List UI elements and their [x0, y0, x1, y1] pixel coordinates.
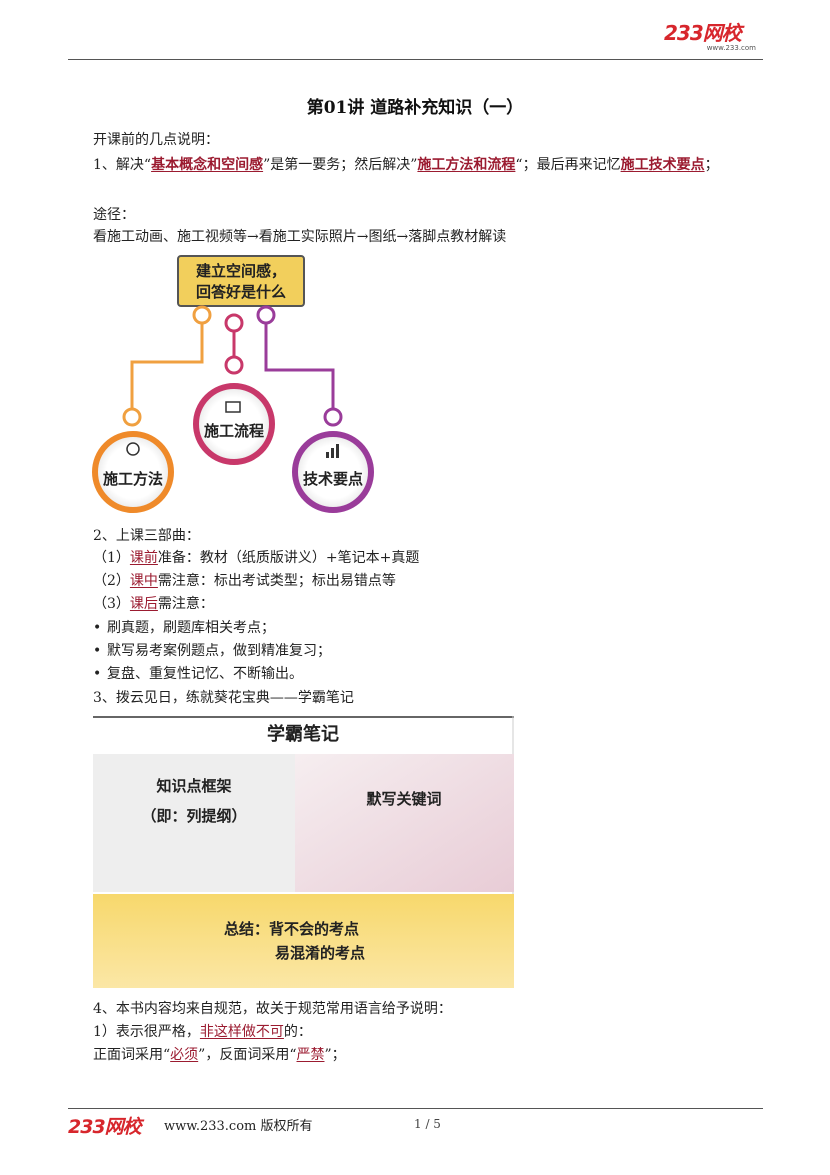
notes-right-text: 默写关键词	[366, 790, 441, 808]
item-3-rest: 需注意：	[157, 596, 214, 612]
pink-node-top	[224, 313, 244, 333]
bullet-text: 刷真题，刷题库相关考点；	[107, 620, 275, 636]
item-2-highlight: 课中	[129, 573, 158, 589]
brand-logo-text: 233网校	[664, 21, 742, 45]
top-box-line2: 回答好是什么	[196, 283, 286, 301]
item-3-prefix: （3）	[93, 596, 130, 612]
diagram-svg: 建立空间感， 回答好是什么 施工方法 施工流程 技术要点	[92, 255, 374, 513]
brand-site-text: www.233.com	[706, 44, 756, 52]
point-4: 4、本书内容均来自规范，故关于规范常用语言给予说明：	[93, 1001, 452, 1017]
purple-connector	[264, 322, 335, 409]
point-4-1-text-c: 的：	[283, 1024, 312, 1040]
notes-left-cell	[93, 754, 295, 892]
study-notes-figure: 学霸笔记 知识点框架 （即：列提纲） 默写关键词 总结：背不会的考点 易混淆的考…	[93, 716, 514, 988]
point-1-text-g: ；	[704, 157, 719, 173]
notes-right-cell	[295, 754, 514, 892]
item-3-highlight: 课后	[129, 596, 158, 612]
point-1: 1、解决“基本概念和空间感”是第一要务；然后解决”施工方法和流程“；最后再来记忆…	[63, 154, 775, 176]
notes-left-line2: （即：列提纲）	[141, 807, 246, 825]
orange-connector	[130, 314, 204, 412]
point-3: 3、拨云见日，练就葵花宝典——学霸笔记	[93, 690, 354, 706]
point-4-2-highlight-forbidden: 严禁	[296, 1047, 325, 1063]
notes-bottom-line2: 易混淆的考点	[275, 944, 365, 962]
study-notes-svg: 学霸笔记 知识点框架 （即：列提纲） 默写关键词 总结：背不会的考点 易混淆的考…	[93, 716, 514, 988]
circle-flow	[193, 383, 275, 465]
point-1-text-a: 1、解决“	[93, 157, 152, 173]
point-2-item-1: （1）课前准备：教材（纸质版讲义）+笔记本+真题	[93, 547, 419, 569]
item-1-prefix: （1）	[93, 550, 130, 566]
path-text: 看施工动画、施工视频等→看施工实际照片→图纸→落脚点教材解读	[93, 229, 507, 245]
notes-bottom-line1: 总结：背不会的考点	[224, 920, 359, 938]
learning-path-diagram: 建立空间感， 回答好是什么 施工方法 施工流程 技术要点	[92, 252, 392, 517]
camera-icon	[126, 442, 140, 456]
bullet-item: •刷真题，刷题库相关考点；	[93, 620, 275, 636]
orange-node-bottom	[122, 407, 142, 427]
video-icon	[225, 401, 241, 413]
purple-node-top	[256, 305, 276, 325]
point-4-2-text-e: ”；	[324, 1047, 346, 1063]
item-1-rest: 准备：教材（纸质版讲义）+笔记本+真题	[157, 550, 420, 566]
footer-divider	[68, 1108, 763, 1109]
point-4-1: 1）表示很严格，非这样做不可的：	[93, 1021, 312, 1043]
circle-flow-label: 施工流程	[204, 422, 264, 440]
point-4-1-highlight: 非这样做不可	[199, 1024, 284, 1040]
bar-chart-icon	[326, 444, 339, 458]
point-4-1-text-a: 1）表示很严格，	[93, 1024, 200, 1040]
intro-heading: 开课前的几点说明：	[93, 132, 219, 148]
header-divider	[68, 59, 763, 60]
point-4-2-text-a: 正面词采用“	[93, 1047, 171, 1063]
top-box	[177, 255, 305, 307]
header-logo: 233网校 www.233.com	[664, 22, 760, 52]
pink-node-bottom	[224, 355, 244, 375]
point-1-text-e: “；最后再来记忆	[515, 157, 621, 173]
point-4-2: 正面词采用“必须”，反面词采用“严禁”；	[93, 1044, 346, 1066]
footer-site: www.233.com 版权所有	[164, 1119, 313, 1134]
item-2-rest: 需注意：标出考试类型；标出易错点等	[157, 573, 396, 589]
bullet-item: •默写易考案例题点，做到精准复习；	[93, 643, 331, 659]
point-1-highlight-concepts: 基本概念和空间感	[151, 157, 264, 173]
point-4-2-highlight-must: 必须	[170, 1047, 199, 1063]
notes-left-line1: 知识点框架	[156, 777, 231, 795]
purple-node-bottom	[323, 407, 343, 427]
point-2-heading: 2、上课三部曲：	[93, 528, 200, 544]
circle-tech	[292, 431, 374, 513]
top-box-line1: 建立空间感，	[196, 262, 286, 280]
point-2-item-3: （3）课后需注意：	[93, 593, 214, 615]
point-1-text-c: ”是第一要务；然后解决”	[263, 157, 418, 173]
item-1-highlight: 课前	[129, 550, 158, 566]
point-1-highlight-key-points: 施工技术要点	[620, 157, 705, 173]
point-1-highlight-methods: 施工方法和流程	[417, 157, 516, 173]
bullet-text: 复盘、重复性记忆、不断输出。	[107, 666, 303, 682]
point-2-item-2: （2）课中需注意：标出考试类型；标出易错点等	[93, 570, 396, 592]
notes-bottom-cell	[93, 894, 514, 988]
circle-tech-label: 技术要点	[303, 470, 363, 488]
item-2-prefix: （2）	[93, 573, 130, 589]
page-number: 1 / 5	[414, 1117, 441, 1131]
footer-brand-logo: 233网校	[68, 1116, 142, 1138]
bullet-text: 默写易考案例题点，做到精准复习；	[107, 643, 331, 659]
bullet-item: •复盘、重复性记忆、不断输出。	[93, 666, 303, 682]
notes-title: 学霸笔记	[267, 723, 339, 745]
point-4-2-text-c: ”，反面词采用“	[198, 1047, 297, 1063]
page-title: 第01讲 道路补充知识（一）	[306, 98, 524, 118]
path-label: 途径：	[93, 207, 135, 223]
circle-method-label: 施工方法	[103, 470, 163, 488]
orange-node-top	[192, 305, 212, 325]
circle-method	[92, 431, 174, 513]
